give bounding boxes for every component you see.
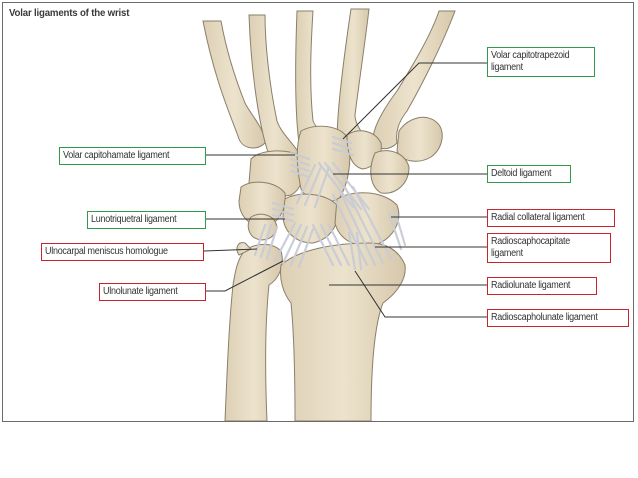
label-ulnolunate: Ulnolunate ligament (99, 283, 206, 301)
metacarpal-5 (202, 20, 266, 149)
label-radial-collateral: Radial collateral ligament (487, 209, 615, 227)
pisiform-bone (247, 213, 278, 241)
label-lunotriquetral-text: Lunotriquetral ligament (91, 214, 177, 225)
label-radiolunate-text: Radiolunate ligament (491, 280, 571, 291)
leader-radioscapholunate (354, 270, 487, 318)
ulnar-styloid (236, 242, 252, 256)
leader-ulnolunate (206, 260, 284, 292)
label-radioscaphocapitate: Radioscaphocapitate ligament (487, 233, 611, 263)
thumb-base (396, 116, 443, 162)
label-ulnolunate-text: Ulnolunate ligament (103, 286, 178, 297)
leader-lines (203, 62, 487, 318)
label-radioscapholunate: Radioscapholunate ligament (487, 309, 629, 327)
forearm-bones (224, 242, 406, 421)
label-volar-capitohamate: Volar capitohamate ligament (59, 147, 206, 165)
label-ulnocarpal-meniscus: Ulnocarpal meniscus homologue (41, 243, 204, 261)
label-volar-capitotrapezoid: Volar capitotrapezoid ligament (487, 47, 595, 77)
ulna-bone (224, 244, 283, 421)
label-deltoid: Deltoid ligament (487, 165, 571, 183)
label-ulnocarpal-meniscus-text: Ulnocarpal meniscus homologue (45, 246, 168, 257)
label-radioscaphocapitate-text: Radioscaphocapitate ligament (491, 236, 570, 259)
leader-volar-capitotrapezoid (342, 62, 487, 140)
label-radiolunate: Radiolunate ligament (487, 277, 597, 295)
diagram-title: Volar ligaments of the wrist (9, 7, 130, 19)
label-volar-capitotrapezoid-text: Volar capitotrapezoid ligament (491, 50, 570, 73)
ligament-fibers (253, 135, 407, 271)
label-deltoid-text: Deltoid ligament (491, 168, 552, 179)
trapezium-bone (370, 150, 410, 194)
label-radial-collateral-text: Radial collateral ligament (491, 212, 585, 223)
label-lunotriquetral: Lunotriquetral ligament (87, 211, 206, 229)
leader-ulnocarpal-meniscus (203, 248, 258, 252)
metacarpals (202, 8, 456, 162)
label-radioscapholunate-text: Radioscapholunate ligament (491, 312, 598, 323)
diagram-frame: Volar ligaments of the wrist Volar capit… (2, 2, 634, 422)
label-volar-capitohamate-text: Volar capitohamate ligament (63, 150, 170, 161)
wrist-illustration (202, 8, 487, 421)
radius-bone (280, 242, 406, 421)
